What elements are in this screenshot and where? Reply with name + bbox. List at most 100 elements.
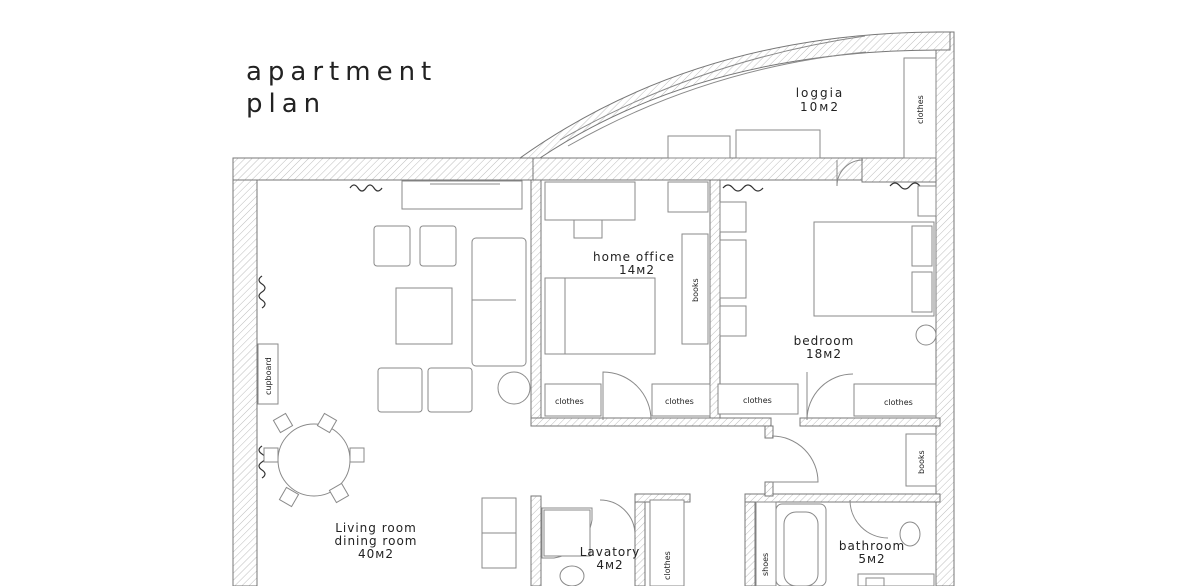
dining-chair-6 [328, 482, 350, 504]
bedroom-shelf-1 [719, 201, 747, 233]
nightstand [915, 324, 937, 346]
loggia-bench-2 [735, 129, 821, 159]
office-books-label: books [691, 278, 700, 302]
doors [599, 159, 889, 539]
bathroom-area: 5м2 [858, 552, 885, 566]
interior-walls [530, 179, 941, 586]
living-room-furniture: cupboard [257, 180, 531, 569]
armchair-3 [377, 367, 423, 413]
bedroom-closet-1-label: clothes [743, 396, 772, 405]
dining-chair-5 [278, 486, 300, 508]
side-cabinet [667, 181, 709, 213]
north-wall-office [532, 157, 866, 181]
bathtub-inner [783, 511, 819, 586]
lavatory-area: 4м2 [596, 558, 623, 572]
armchair-1 [373, 225, 411, 267]
door-lavatory [599, 499, 636, 536]
curtain-living-north [349, 184, 383, 192]
door-bathroom [849, 499, 889, 539]
plan-title-line2: plan [246, 89, 327, 119]
door-office [602, 371, 652, 421]
home-office-name: home office [593, 250, 675, 264]
door-loggia [836, 159, 864, 187]
coffee-table [395, 287, 453, 345]
wall-living-office [530, 179, 542, 426]
living-room-name: Living room [335, 521, 417, 535]
lavatory-toilet [559, 565, 585, 586]
bathroom-furniture: shoes [755, 501, 935, 586]
cupboard [257, 343, 279, 405]
loggia-bench-1 [667, 135, 731, 159]
dining-chair-2 [316, 412, 338, 434]
north-wall-living [232, 157, 534, 181]
loggia-curved-wall [518, 31, 951, 159]
wall-lavatory-east [634, 495, 646, 586]
sofa [471, 237, 527, 367]
loggia-furniture: clothes [667, 57, 937, 159]
home-office-area: 14м2 [619, 263, 655, 277]
pillow-2 [911, 271, 933, 313]
office-sofa-bed [544, 277, 656, 355]
loggia-closet-label: clothes [916, 95, 925, 124]
bathroom-sink [865, 577, 885, 586]
loggia-area: 10м2 [800, 100, 840, 114]
armchair-4 [427, 367, 473, 413]
wall-bathroom-west [744, 495, 756, 586]
loggia-closet [903, 57, 937, 159]
plan-title: apartment plan [246, 56, 437, 120]
office-closet-1-label: clothes [555, 397, 584, 406]
curtain-living-west1 [258, 275, 266, 309]
dining-chair-3 [263, 447, 279, 463]
wall-corridor-stub2 [764, 481, 774, 497]
office-bookcase [681, 233, 709, 345]
bedroom-cabinet [917, 185, 937, 217]
office-closet-2-label: clothes [665, 397, 694, 406]
wall-bathroom-top [744, 493, 941, 503]
home-office-furniture: books clothes clothes [544, 181, 711, 417]
pillow-1 [911, 225, 933, 267]
office-closet-1 [544, 383, 602, 417]
bedroom-area: 18м2 [806, 347, 842, 361]
dining-room-name: dining room [335, 534, 418, 548]
corridor-books-label: books [917, 450, 926, 474]
bedroom-name: bedroom [794, 334, 855, 348]
cupboard-label: cupboard [264, 357, 273, 395]
loggia-glazing-inner [567, 51, 867, 147]
bathroom-name: bathroom [839, 539, 905, 553]
lavatory-name: Lavatory [580, 545, 641, 559]
door-corridor [771, 435, 819, 483]
lavatory-furniture: clothes [541, 499, 685, 586]
bedroom-closet-2 [853, 383, 937, 417]
outer-walls [232, 31, 955, 586]
office-closet-2 [651, 383, 711, 417]
side-table [497, 371, 531, 405]
dining-chair-1 [272, 412, 294, 434]
curtain-living-west2 [258, 445, 266, 479]
bedroom-furniture: clothes clothes books [717, 185, 937, 487]
door-bedroom [806, 372, 854, 421]
bedroom-shelf-2 [719, 239, 747, 299]
bedroom-shelf-3 [719, 305, 747, 337]
desk-chair [573, 219, 603, 239]
corridor-bookcase [905, 433, 937, 487]
loggia-name: loggia [796, 86, 845, 100]
wall-lavatory-west [530, 495, 542, 586]
bedroom-closet-1 [717, 383, 799, 415]
lavatory-closet-label: clothes [663, 551, 672, 580]
wall-corridor-stub [764, 425, 774, 439]
living-room-area: 40м2 [358, 547, 394, 561]
curtain-office [722, 184, 764, 192]
desk [544, 181, 636, 221]
tv-stand [401, 180, 523, 210]
lavatory-closet [649, 499, 685, 586]
wall-bedroom-south [799, 417, 941, 427]
west-wall [232, 157, 258, 586]
plan-title-line1: apartment [246, 57, 438, 87]
dining-chair-4 [349, 447, 365, 463]
east-wall [935, 31, 955, 586]
shower-tray [543, 509, 591, 557]
bathroom-toilet [899, 521, 921, 547]
shoe-rack-label: shoes [761, 553, 770, 576]
bedroom-closet-2-label: clothes [884, 398, 913, 407]
